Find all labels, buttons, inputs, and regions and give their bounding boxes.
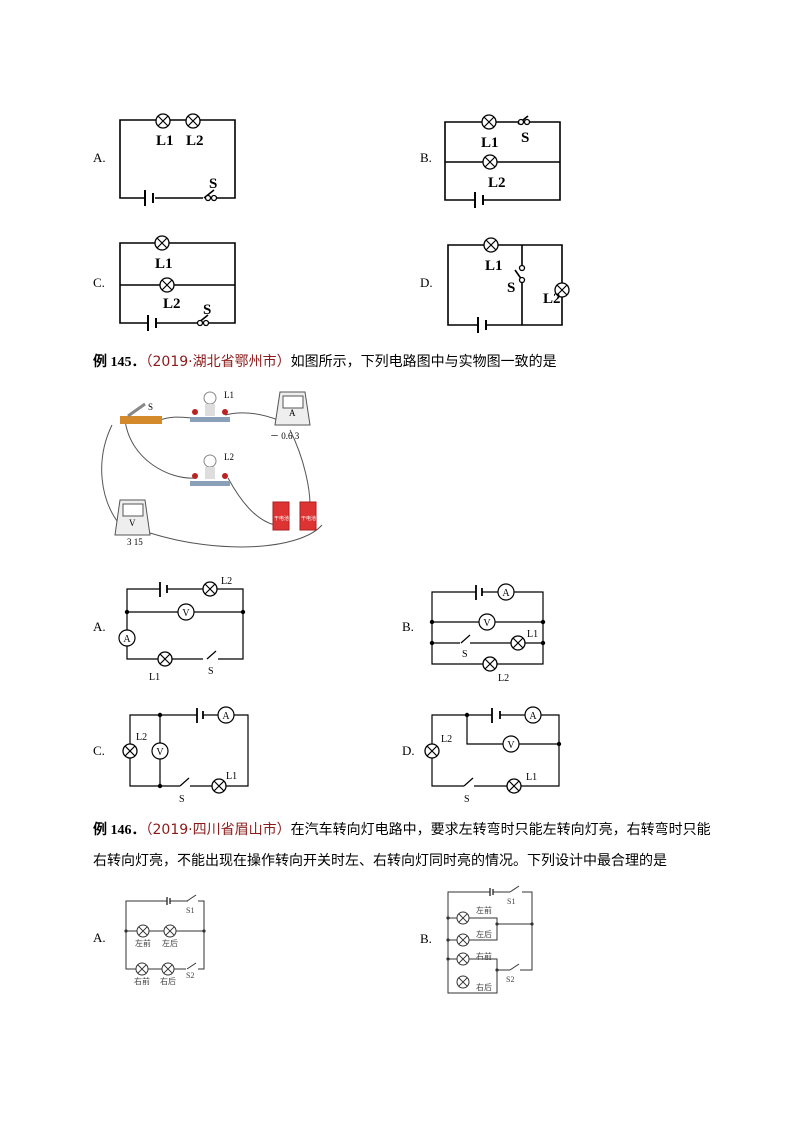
label-s: S: [464, 794, 470, 805]
question-source: 2019·四川省眉山市: [152, 822, 277, 838]
source-close: ）: [276, 354, 291, 370]
photo-l1-label: L1: [224, 390, 234, 400]
ammeter-label: A: [289, 408, 296, 418]
label-l1: L1: [149, 672, 160, 683]
option-d: D.: [420, 275, 433, 290]
option-b: B.: [420, 931, 432, 946]
label-left-rear: 左后: [476, 929, 492, 939]
label-s2: S2: [506, 975, 514, 984]
example-146-question: 例 146．（2019·四川省眉山市）在汽车转向灯电路中，要求左转弯时只能左转向…: [93, 819, 711, 839]
label-l1: L1: [527, 629, 538, 640]
example-number: 例 146．: [93, 823, 146, 838]
label-s: S: [521, 130, 529, 146]
ammeter-terminals: － 0.6 3: [270, 431, 300, 441]
source-open: （: [145, 822, 153, 838]
label-s: S: [507, 280, 515, 296]
example-number: 例 145．: [93, 355, 146, 370]
source-close: ）: [276, 822, 291, 838]
question-text: 如图所示，下列电路图中与实物图一致的是: [290, 354, 557, 370]
label-s1: S1: [186, 906, 194, 915]
source-open: （: [145, 354, 153, 370]
label-s: S: [208, 666, 214, 677]
label-left-front: 左前: [476, 905, 492, 915]
option-b: B.: [420, 150, 432, 165]
label-l2: L2: [136, 732, 147, 743]
label-l2: L2: [498, 673, 509, 684]
label-l1: L1: [526, 772, 537, 783]
label-l1: L1: [226, 771, 237, 782]
voltmeter-icon: V: [507, 740, 515, 751]
voltmeter-terminals: 3 15: [127, 537, 143, 547]
label-right-front: 右前: [134, 976, 150, 986]
question-text: 在汽车转向灯电路中，要求左转弯时只能左转向灯亮，右转弯时只能: [290, 822, 711, 838]
label-right-rear: 右后: [476, 982, 492, 992]
label-l2: L2: [441, 734, 452, 745]
option-a: A.: [93, 150, 106, 165]
label-l1: L1: [156, 133, 174, 149]
label-right-front: 右前: [476, 951, 492, 961]
option-a: A.: [93, 619, 106, 634]
photo-switch-label: S: [148, 402, 153, 412]
label-s1: S1: [507, 897, 515, 906]
label-s: S: [179, 794, 185, 805]
label-left-front: 左前: [135, 938, 151, 948]
ammeter-icon: A: [502, 588, 510, 599]
example-146-question-line2: 右转向灯亮，不能出现在操作转向开关时左、右转向灯同时亮的情况。下列设计中最合理的…: [93, 853, 667, 869]
ammeter-icon: A: [529, 711, 537, 722]
label-l1: L1: [155, 256, 173, 272]
label-l2: L2: [163, 296, 181, 312]
battery-label: 干电池: [301, 515, 316, 522]
label-l2: L2: [488, 175, 506, 191]
label-s: S: [203, 302, 211, 318]
voltmeter-icon: V: [182, 608, 190, 619]
physical-circuit-photo: S L1 L2 A － 0.6 3 V 3 15 干电池 干电池: [101, 390, 323, 548]
label-left-rear: 左后: [162, 938, 178, 948]
voltmeter-icon: V: [483, 618, 491, 629]
label-l2: L2: [543, 291, 561, 307]
example-145-question: 例 145．（2019·湖北省鄂州市）如图所示，下列电路图中与实物图一致的是: [93, 351, 557, 371]
label-s: S: [209, 176, 217, 192]
option-b: B.: [402, 619, 414, 634]
label-l1: L1: [485, 258, 503, 274]
option-c: C.: [93, 743, 105, 758]
label-l1: L1: [481, 135, 499, 151]
lamp-icons: [154, 113, 570, 298]
label-s2: S2: [186, 971, 194, 980]
label-l2: L2: [186, 133, 204, 149]
label-l2: L2: [221, 576, 232, 587]
option-a: A.: [93, 930, 106, 945]
battery-label: 干电池: [274, 515, 289, 522]
option-d: D.: [402, 743, 415, 758]
voltmeter-icon: V: [156, 747, 164, 758]
label-right-rear: 右后: [160, 976, 176, 986]
voltmeter-label: V: [129, 518, 136, 528]
ammeter-icon: A: [222, 711, 230, 722]
label-s: S: [462, 649, 468, 660]
question-source: 2019·湖北省鄂州市: [152, 354, 277, 370]
ammeter-icon: A: [123, 634, 131, 645]
photo-l2-label: L2: [224, 452, 234, 462]
option-c: C.: [93, 275, 105, 290]
